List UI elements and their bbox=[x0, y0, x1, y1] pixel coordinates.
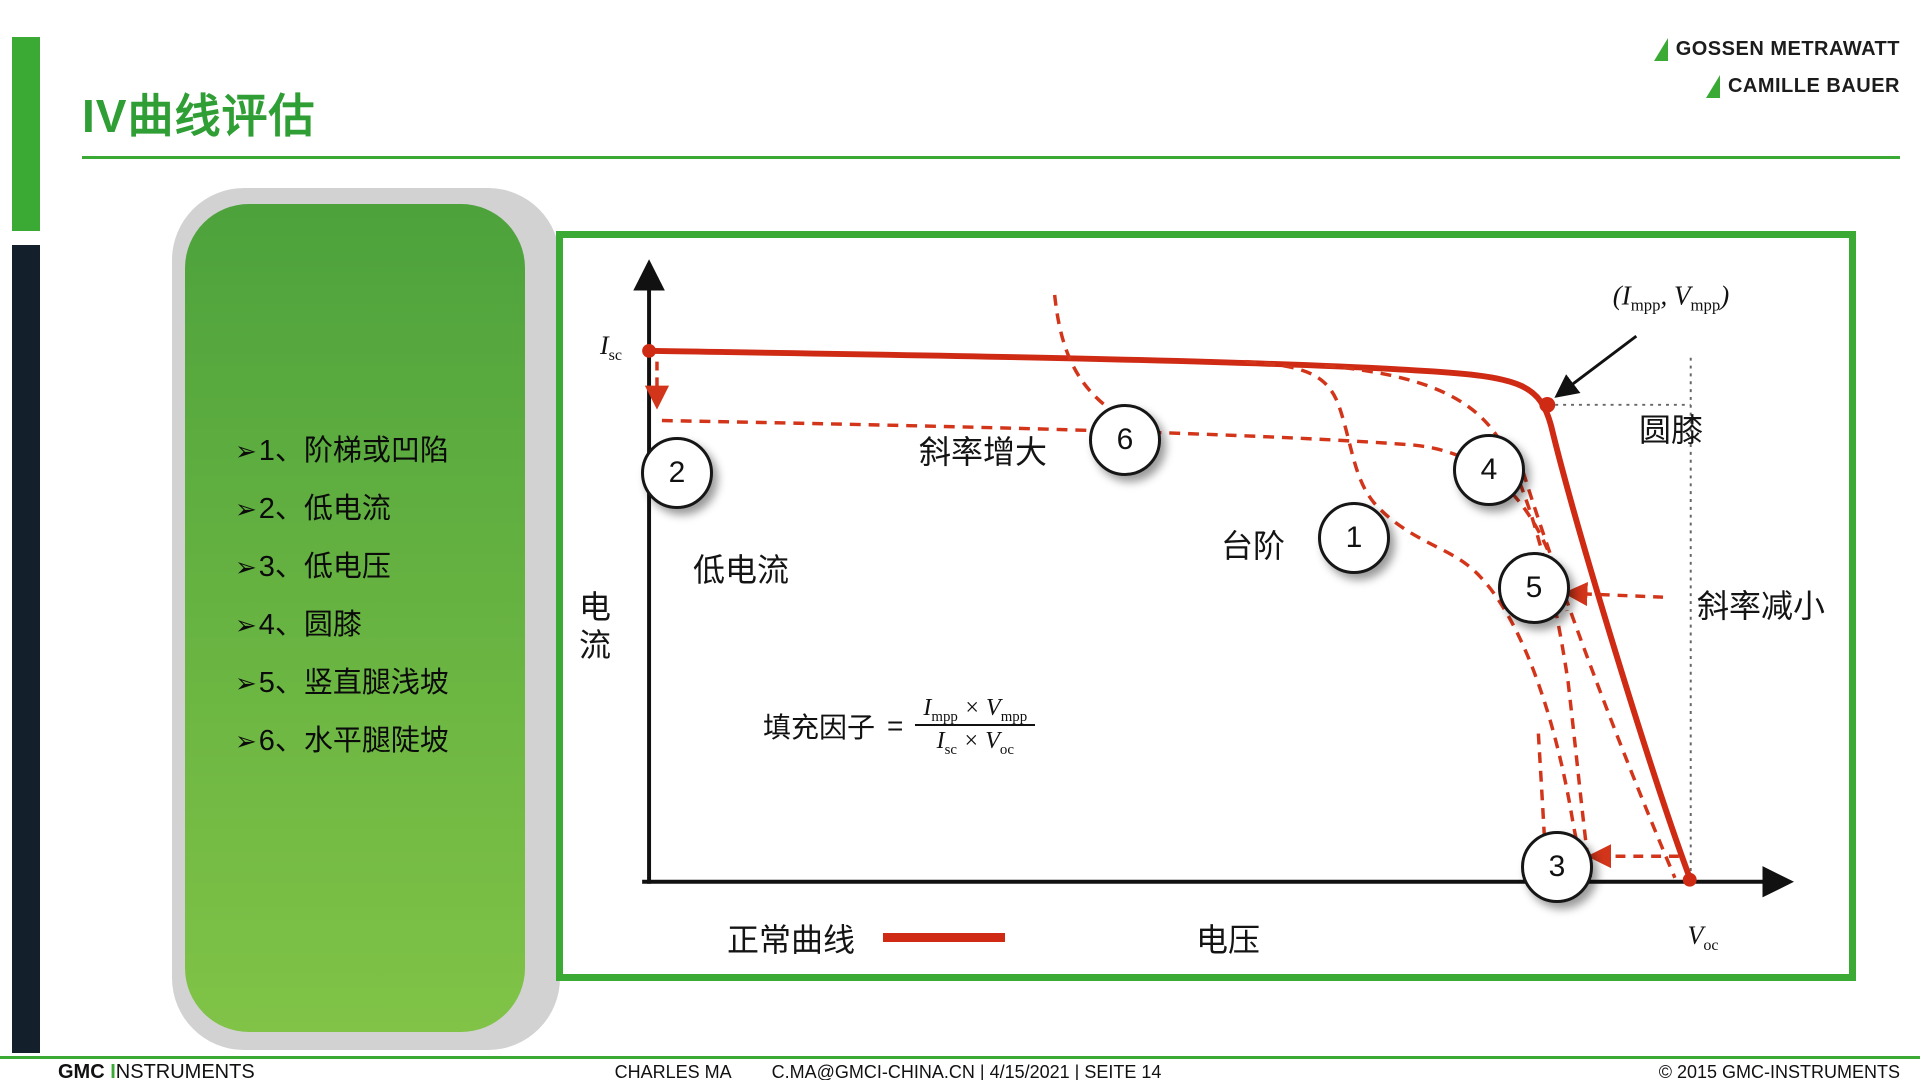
marker-circle-1: 1 bbox=[1318, 502, 1390, 574]
formula-fraction: Impp × Vmpp Isc × Voc bbox=[915, 693, 1036, 760]
isc-point bbox=[642, 343, 656, 358]
legend-label: 正常曲线 bbox=[726, 922, 856, 958]
list-item-label: 2、低电流 bbox=[258, 493, 391, 525]
author-name: CHARLES MA bbox=[614, 1062, 732, 1080]
round-knee-label: 圆膝 bbox=[1638, 412, 1704, 448]
formula-numerator: Impp × Vmpp bbox=[915, 694, 1036, 726]
voc-label: Voc bbox=[1687, 920, 1719, 955]
marker-circle-6: 6 bbox=[1089, 404, 1161, 476]
marker-number: 4 bbox=[1480, 453, 1498, 486]
fill-factor-formula: 填充因子 = Impp × Vmpp Isc × Voc bbox=[763, 693, 1036, 760]
list-item-label: 4、圆膝 bbox=[258, 609, 362, 641]
logo-camille-bauer: CAMILLE BAUER bbox=[1705, 75, 1900, 98]
list-item: ➢5、竖直腿浅坡 bbox=[235, 654, 511, 712]
arrow-bullet-icon: ➢ bbox=[235, 668, 257, 698]
fault-low-current-curve bbox=[661, 418, 1569, 612]
defect-list-panel: ➢1、阶梯或凹陷 ➢2、低电流 ➢3、低电压 ➢4、圆膝 ➢5、竖直腿浅坡 ➢6… bbox=[185, 204, 525, 1032]
marker-number: 2 bbox=[668, 456, 686, 489]
isc-label: Isc bbox=[599, 330, 623, 365]
brand-rest: NSTRUMENTS bbox=[115, 1061, 255, 1080]
brand-gmc: GMC bbox=[58, 1061, 105, 1080]
defect-list: ➢1、阶梯或凹陷 ➢2、低电流 ➢3、低电压 ➢4、圆膝 ➢5、竖直腿浅坡 ➢6… bbox=[235, 422, 511, 770]
marker-circle-5: 5 bbox=[1498, 552, 1570, 624]
brand-logos: GOSSEN METRAWATT CAMILLE BAUER bbox=[1653, 38, 1900, 98]
iv-curve-chart: Isc Voc (Impp, Vmpp) 电流 电压 圆膝 斜率增大 低电流 台… bbox=[556, 231, 1856, 981]
y-axis-title: 电流 bbox=[575, 590, 611, 666]
mpp-label: (Impp, Vmpp) bbox=[1612, 280, 1730, 315]
list-item: ➢6、水平腿陡坡 bbox=[235, 712, 511, 770]
iv-curve-plot bbox=[633, 259, 1794, 898]
formula-equals: = bbox=[887, 710, 904, 742]
formula-denominator: Isc × Voc bbox=[936, 728, 1014, 759]
marker-circle-3: 3 bbox=[1521, 831, 1593, 903]
title-underline bbox=[82, 156, 1900, 159]
fault-shallow-vertical-leg-curve bbox=[1515, 453, 1677, 879]
list-item: ➢3、低电压 bbox=[235, 538, 511, 596]
legend-normal-curve-swatch bbox=[883, 933, 1005, 942]
arrow-bullet-icon: ➢ bbox=[235, 726, 257, 756]
list-item-label: 1、阶梯或凹陷 bbox=[258, 435, 449, 467]
arrow-bullet-icon: ➢ bbox=[235, 610, 257, 640]
triangle-logo-icon bbox=[1653, 38, 1668, 61]
mpp-pointer-arrow bbox=[1554, 334, 1638, 398]
voc-point bbox=[1682, 872, 1697, 887]
x-axis-title: 电压 bbox=[1195, 922, 1261, 958]
list-item-label: 5、竖直腿浅坡 bbox=[258, 667, 449, 699]
left-accent-bar-green bbox=[12, 37, 40, 231]
list-item-label: 6、水平腿陡坡 bbox=[258, 725, 449, 757]
marker-number: 6 bbox=[1116, 423, 1134, 456]
footer-brand: GMC INSTRUMENTS bbox=[58, 1061, 255, 1080]
marker-number: 3 bbox=[1548, 850, 1566, 883]
list-item: ➢1、阶梯或凹陷 bbox=[235, 422, 511, 480]
slope-down-arrow bbox=[1563, 582, 1664, 607]
step-label: 台阶 bbox=[1220, 528, 1286, 564]
formula-lhs: 填充因子 bbox=[763, 712, 876, 744]
brand-i: I bbox=[110, 1061, 116, 1080]
footer-rule bbox=[0, 1056, 1920, 1059]
logo-gossen-metrawatt: GOSSEN METRAWATT bbox=[1653, 38, 1900, 61]
triangle-logo-icon bbox=[1705, 75, 1720, 98]
fault-steep-horizontal-leg-curve bbox=[1052, 294, 1143, 429]
list-item: ➢2、低电流 bbox=[235, 480, 511, 538]
page-title: IV曲线评估 bbox=[82, 90, 316, 142]
low-current-label: 低电流 bbox=[692, 552, 790, 588]
mpp-point bbox=[1539, 396, 1556, 413]
arrow-bullet-icon: ➢ bbox=[235, 436, 257, 466]
arrow-bullet-icon: ➢ bbox=[235, 552, 257, 582]
slope-decrease-label: 斜率减小 bbox=[1696, 588, 1826, 624]
marker-number: 5 bbox=[1525, 571, 1543, 604]
list-item-label: 3、低电压 bbox=[258, 551, 391, 583]
slope-increase-label: 斜率增大 bbox=[918, 434, 1048, 470]
left-accent-bar-navy bbox=[12, 245, 40, 1053]
normal-iv-curve bbox=[646, 347, 1693, 881]
footer-copyright: © 2015 GMC-INSTRUMENTS bbox=[1658, 1062, 1900, 1080]
author-meta: C.MA@GMCI-CHINA.CN | 4/15/2021 | SEITE 1… bbox=[771, 1062, 1162, 1080]
fault-step-curve bbox=[1245, 359, 1593, 881]
logo-text: GOSSEN METRAWATT bbox=[1675, 38, 1900, 60]
marker-circle-4: 4 bbox=[1453, 434, 1525, 506]
marker-number: 1 bbox=[1345, 521, 1363, 554]
logo-text: CAMILLE BAUER bbox=[1727, 75, 1900, 97]
arrow-bullet-icon: ➢ bbox=[235, 494, 257, 524]
list-item: ➢4、圆膝 bbox=[235, 596, 511, 654]
marker-circle-2: 2 bbox=[641, 437, 713, 509]
fault-round-knee-curve bbox=[1324, 363, 1593, 881]
footer-author-info: CHARLES MA C.MA@GMCI-CHINA.CN | 4/15/202… bbox=[615, 1062, 1162, 1080]
